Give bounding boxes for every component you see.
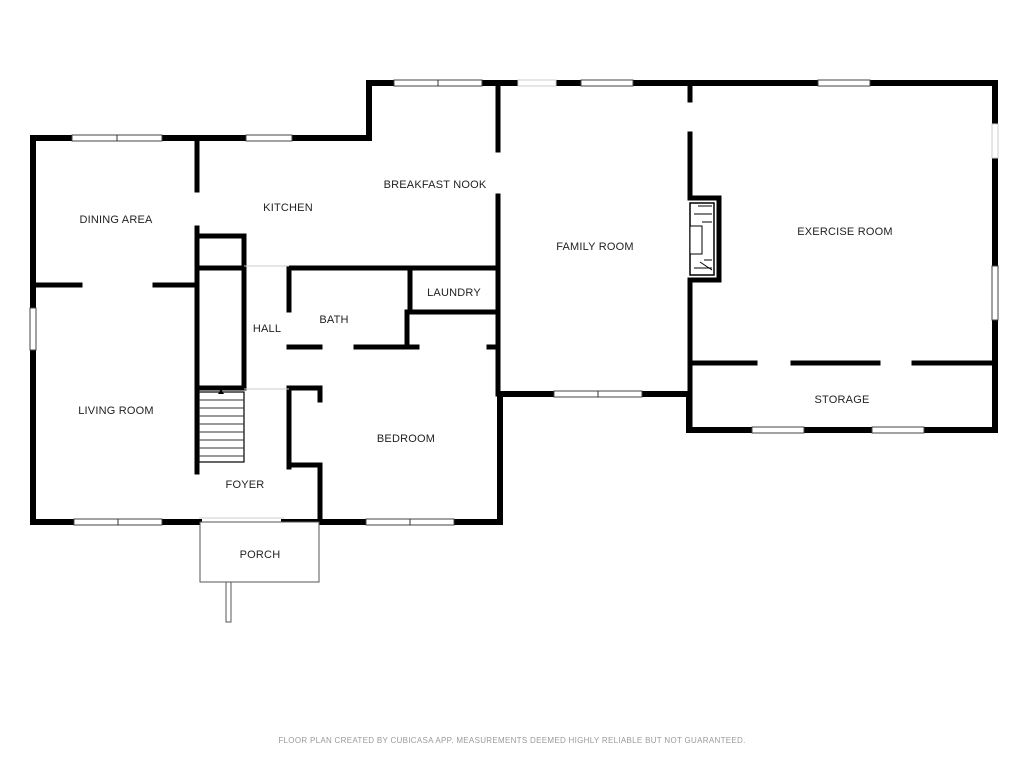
room-label-hall: HALL bbox=[253, 323, 281, 335]
room-label-laundry: LAUNDRY bbox=[427, 287, 481, 299]
room-dividers bbox=[199, 265, 289, 519]
footer-disclaimer: FLOOR PLAN CREATED BY CUBICASA APP. MEAS… bbox=[278, 736, 746, 745]
room-labels: DINING AREA KITCHEN BREAKFAST NOOK FAMIL… bbox=[78, 179, 893, 561]
room-label-bedroom: BEDROOM bbox=[377, 433, 435, 445]
room-label-foyer: FOYER bbox=[226, 479, 265, 491]
room-label-breakfast-nook: BREAKFAST NOOK bbox=[384, 179, 487, 191]
stairs bbox=[198, 389, 245, 463]
interior-walls bbox=[30, 83, 998, 525]
room-label-storage: STORAGE bbox=[815, 394, 870, 406]
fireplace bbox=[687, 195, 722, 283]
porch bbox=[199, 521, 320, 623]
room-label-porch: PORCH bbox=[240, 549, 281, 561]
room-label-kitchen: KITCHEN bbox=[263, 202, 313, 214]
room-label-exercise-room: EXERCISE ROOM bbox=[797, 226, 893, 238]
room-label-dining-area: DINING AREA bbox=[79, 214, 153, 226]
room-label-living-room: LIVING ROOM bbox=[78, 405, 154, 417]
room-label-bath: BATH bbox=[319, 314, 348, 326]
exterior-walls bbox=[30, 80, 998, 525]
windows bbox=[29, 79, 999, 526]
room-label-family-room: FAMILY ROOM bbox=[556, 241, 634, 253]
